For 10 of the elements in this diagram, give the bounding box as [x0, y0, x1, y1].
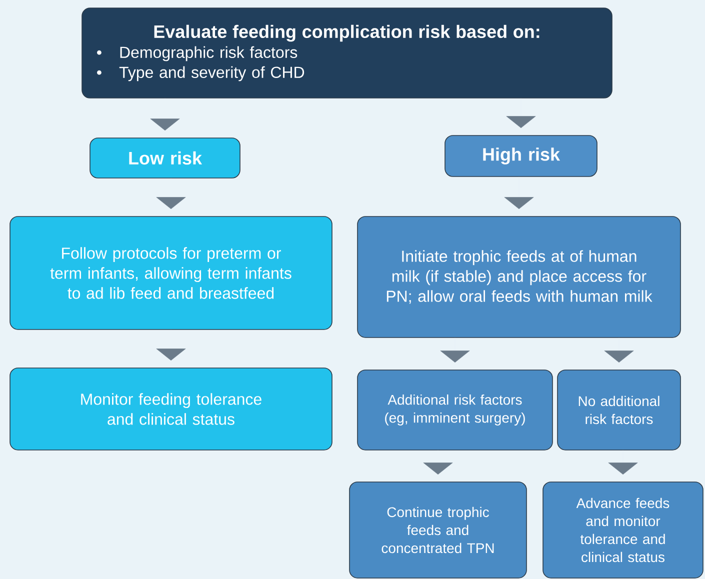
process-box: No additional risk factors [557, 370, 681, 450]
process-box: Advance feeds and monitor tolerance and clinical status [542, 482, 704, 578]
process-box: Low risk [90, 138, 240, 178]
process-box: Continue trophic feeds and concentrated TPN [349, 482, 527, 578]
process-box: Additional risk factors (eg, imminent surgery) [357, 370, 553, 450]
process-box: Monitor feeding tolerance and clinical status [10, 368, 332, 450]
heading-box: Evaluate feeding complication risk based on: Demographic risk factors Type and severity of CHD [82, 8, 612, 98]
process-box: High risk [444, 135, 598, 177]
process-box: Initiate trophic feeds at of human milk (if stable) and place access for PN; allow oral feeds with human milk [357, 216, 681, 338]
process-box: Follow protocols for preterm or term infants, allowing term infants to ad lib feed and breastfeed [10, 216, 332, 330]
